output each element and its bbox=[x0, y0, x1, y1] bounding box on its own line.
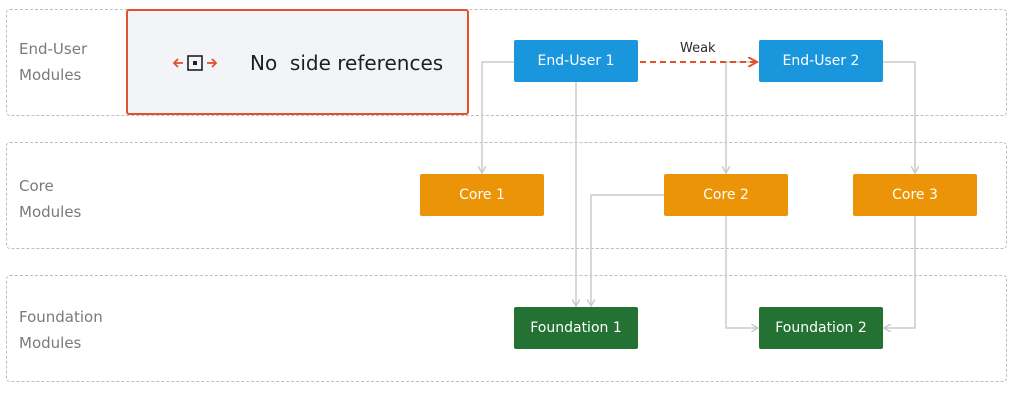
edge-core2-foundation2 bbox=[725, 216, 757, 328]
node-enduser-2[interactable]: End-User 2 bbox=[759, 40, 883, 82]
no-side-references-callout: No side references bbox=[126, 9, 469, 115]
node-core-1[interactable]: Core 1 bbox=[420, 174, 544, 216]
edge-core2-foundation1 bbox=[591, 194, 664, 305]
weak-edge-label: Weak bbox=[680, 41, 716, 56]
node-core-3[interactable]: Core 3 bbox=[853, 174, 977, 216]
layer-core: Core Modules bbox=[6, 142, 1007, 249]
edge-enduser2-core2 bbox=[726, 61, 759, 172]
callout-text: No side references bbox=[250, 51, 444, 75]
layer-label-core: Core Modules bbox=[19, 177, 82, 221]
layer-foundation: Foundation Modules bbox=[6, 275, 1007, 382]
layer-enduser: End-User Modules bbox=[6, 9, 1007, 116]
layer-label-foundation: Foundation Modules bbox=[19, 308, 103, 352]
node-enduser-1[interactable]: End-User 1 bbox=[514, 40, 638, 82]
layer-label-enduser: End-User Modules bbox=[19, 40, 88, 84]
node-foundation-2[interactable]: Foundation 2 bbox=[759, 307, 883, 349]
edge-core3-foundation2 bbox=[885, 216, 916, 328]
edge-enduser1-core1 bbox=[482, 61, 514, 172]
node-foundation-1[interactable]: Foundation 1 bbox=[514, 307, 638, 349]
edge-enduser2-core3 bbox=[883, 61, 915, 172]
node-core-2[interactable]: Core 2 bbox=[664, 174, 788, 216]
side-reference-icon bbox=[172, 55, 218, 71]
